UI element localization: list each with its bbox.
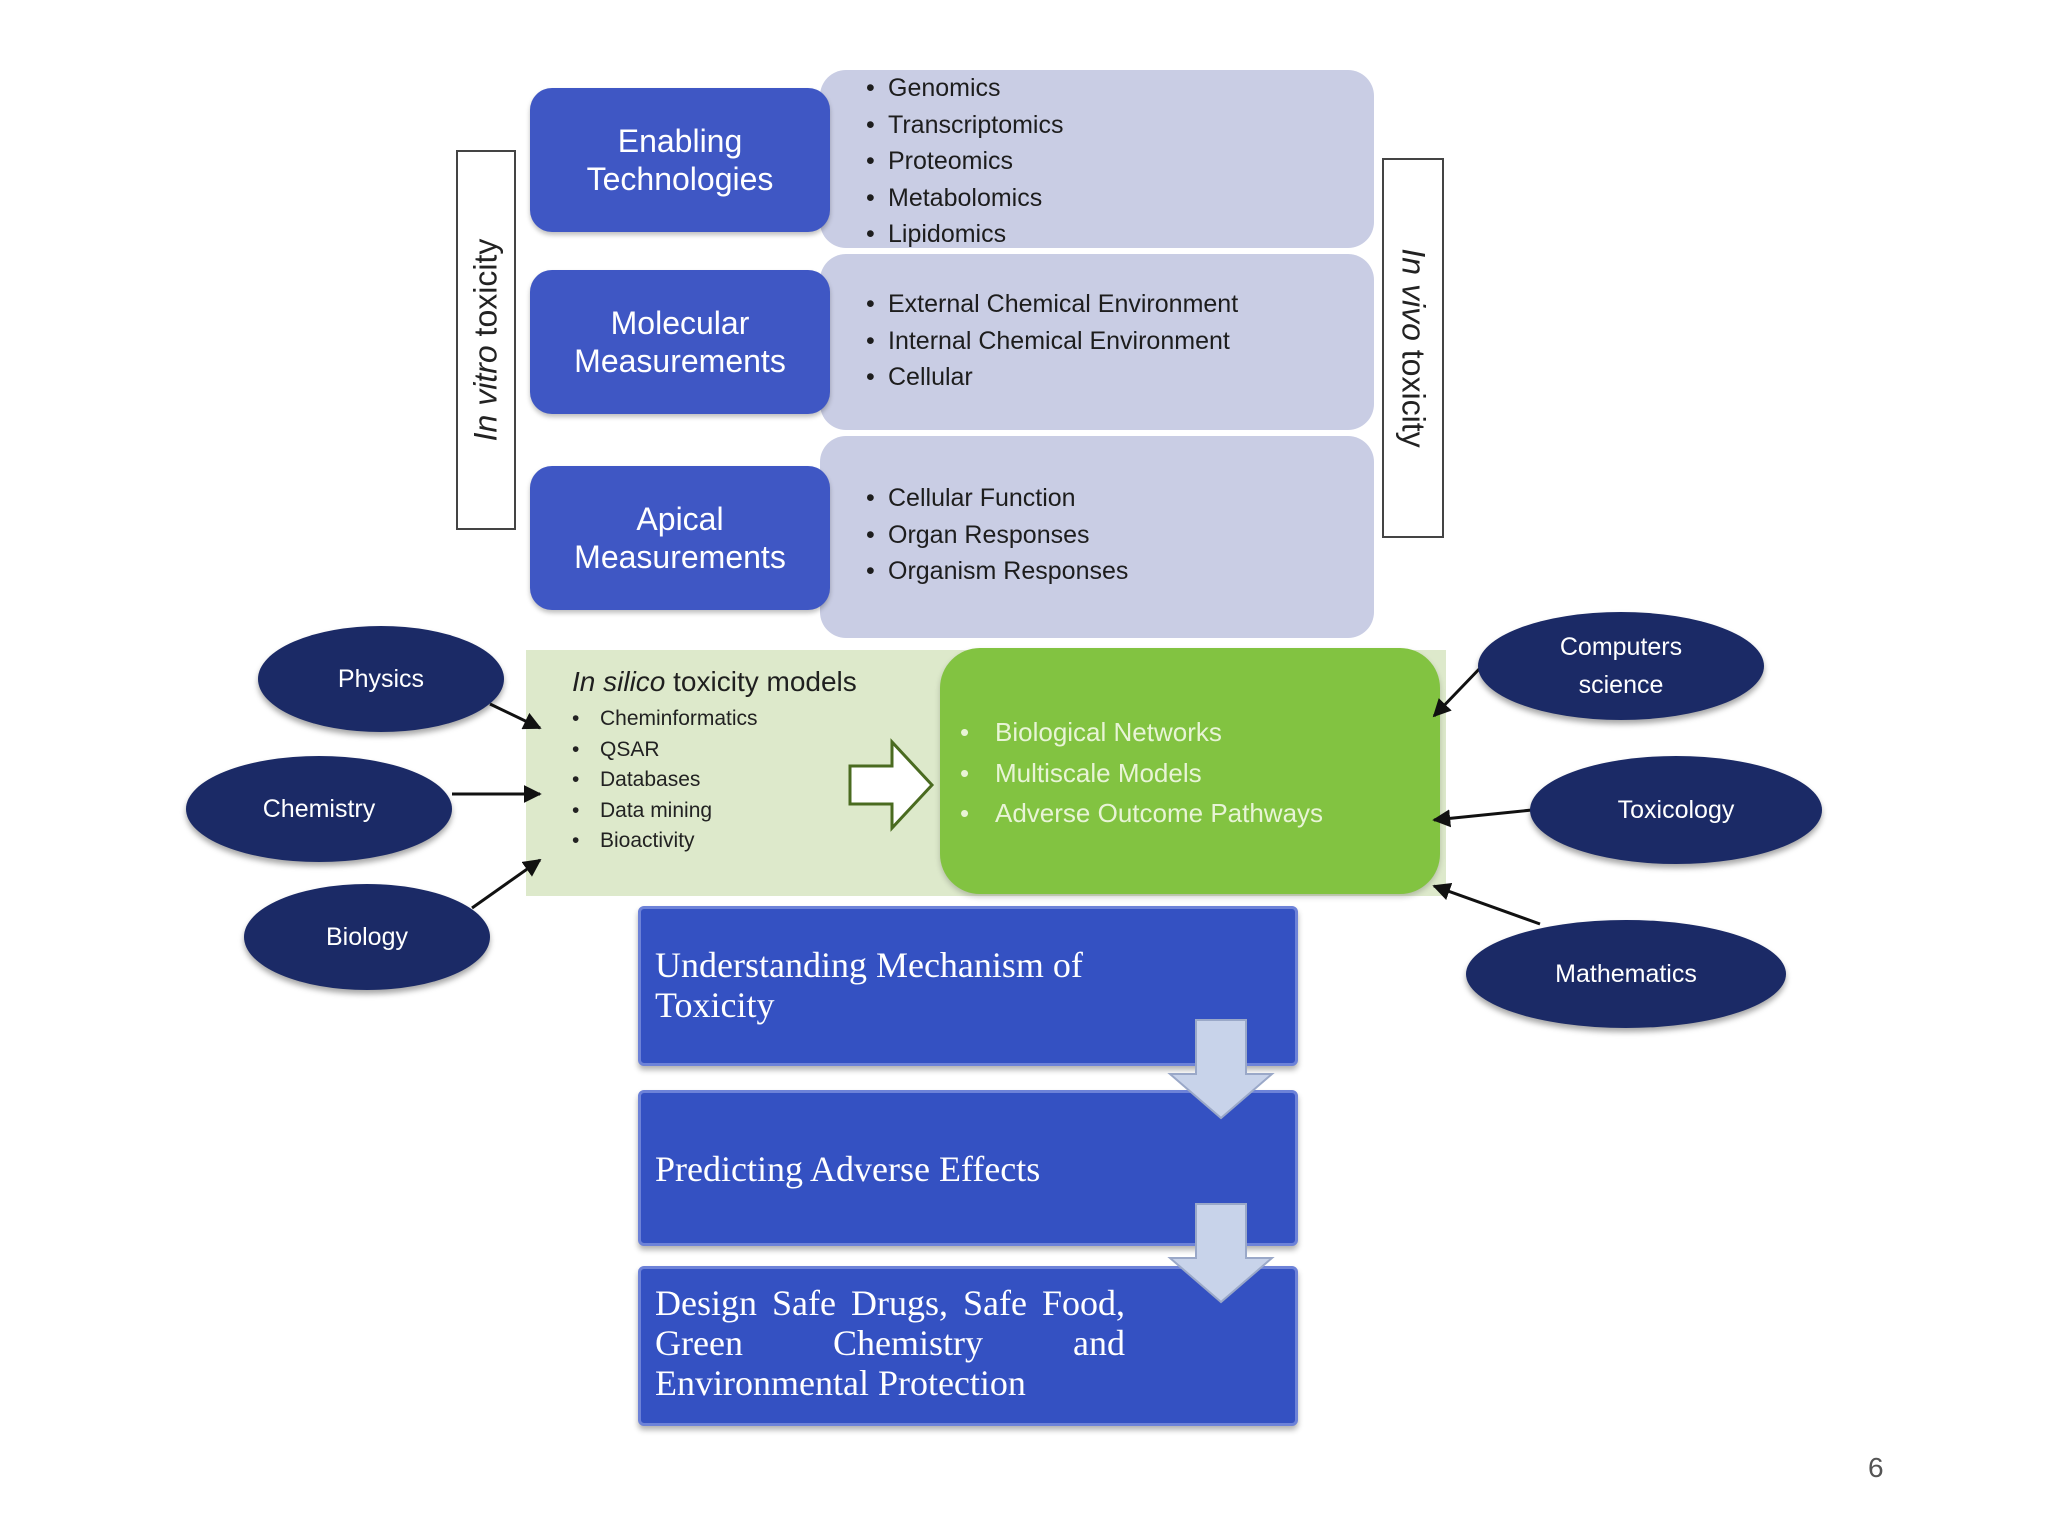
down-arrow-icon bbox=[1167, 1203, 1275, 1304]
biology-ellipse: Biology bbox=[244, 884, 490, 990]
list-item: Genomics bbox=[866, 70, 1064, 107]
down-arrow-icon bbox=[1167, 1019, 1275, 1120]
molecular-measurements-list: External Chemical Environment Internal C… bbox=[866, 286, 1238, 396]
mathematics-ellipse: Mathematics bbox=[1466, 920, 1786, 1028]
physics-ellipse: Physics bbox=[258, 626, 504, 732]
list-item: Data mining bbox=[570, 796, 758, 827]
apical-measurements-panel: Cellular Function Organ Responses Organi… bbox=[820, 436, 1374, 638]
in-silico-list: Cheminformatics QSAR Databases Data mini… bbox=[570, 704, 758, 857]
list-item: Lipidomics bbox=[866, 216, 1064, 253]
outcome-box-understanding: Understanding Mechanism of Toxicity bbox=[638, 906, 1298, 1066]
models-green-box: Biological Networks Multiscale Models Ad… bbox=[940, 648, 1440, 894]
physics-arrow bbox=[489, 702, 542, 730]
enabling-technologies-box: Enabling Technologies bbox=[530, 88, 830, 232]
models-list: Biological Networks Multiscale Models Ad… bbox=[940, 712, 1323, 834]
molecular-measurements-box: Molecular Measurements bbox=[530, 270, 830, 414]
computers-science-ellipse: Computers science bbox=[1478, 612, 1764, 720]
list-item: Cellular Function bbox=[866, 480, 1128, 517]
mathematics-arrow bbox=[1432, 882, 1541, 926]
biology-arrow bbox=[471, 858, 542, 910]
in-silico-title: In silico toxicity models bbox=[572, 666, 857, 697]
list-item: Adverse Outcome Pathways bbox=[940, 793, 1323, 834]
chemistry-ellipse: Chemistry bbox=[186, 756, 452, 862]
enabling-technologies-list: Genomics Transcriptomics Proteomics Meta… bbox=[866, 70, 1064, 253]
list-item: QSAR bbox=[570, 735, 758, 766]
outcome-box-predicting: Predicting Adverse Effects bbox=[638, 1090, 1298, 1246]
list-item: Proteomics bbox=[866, 143, 1064, 180]
list-item: Bioactivity bbox=[570, 826, 758, 857]
list-item: Cheminformatics bbox=[570, 704, 758, 735]
list-item: Organism Responses bbox=[866, 553, 1128, 590]
in-vivo-label-box: In vivo toxicity bbox=[1382, 158, 1444, 538]
outcome-box-design: Design Safe Drugs, Safe Food, Green Chem… bbox=[638, 1266, 1298, 1426]
list-item: Multiscale Models bbox=[940, 753, 1323, 794]
molecular-measurements-panel: External Chemical Environment Internal C… bbox=[820, 254, 1374, 430]
apical-measurements-box: Apical Measurements bbox=[530, 466, 830, 610]
list-item: Biological Networks bbox=[940, 712, 1323, 753]
computers-science-arrow bbox=[1432, 662, 1486, 718]
enabling-technologies-panel: Genomics Transcriptomics Proteomics Meta… bbox=[820, 70, 1374, 252]
in-vitro-label-box: In vitro toxicity bbox=[456, 150, 516, 530]
apical-measurements-list: Cellular Function Organ Responses Organi… bbox=[866, 480, 1128, 590]
list-item: Internal Chemical Environment bbox=[866, 323, 1238, 360]
toxicology-ellipse: Toxicology bbox=[1530, 756, 1822, 864]
list-item: Cellular bbox=[866, 359, 1238, 396]
list-item: Databases bbox=[570, 765, 758, 796]
list-item: Transcriptomics bbox=[866, 107, 1064, 144]
list-item: External Chemical Environment bbox=[866, 286, 1238, 323]
list-item: Metabolomics bbox=[866, 180, 1064, 217]
right-arrow-icon bbox=[848, 738, 935, 832]
toxicology-arrow bbox=[1432, 808, 1533, 828]
list-item: Organ Responses bbox=[866, 517, 1128, 554]
page-number: 6 bbox=[1868, 1452, 1884, 1483]
